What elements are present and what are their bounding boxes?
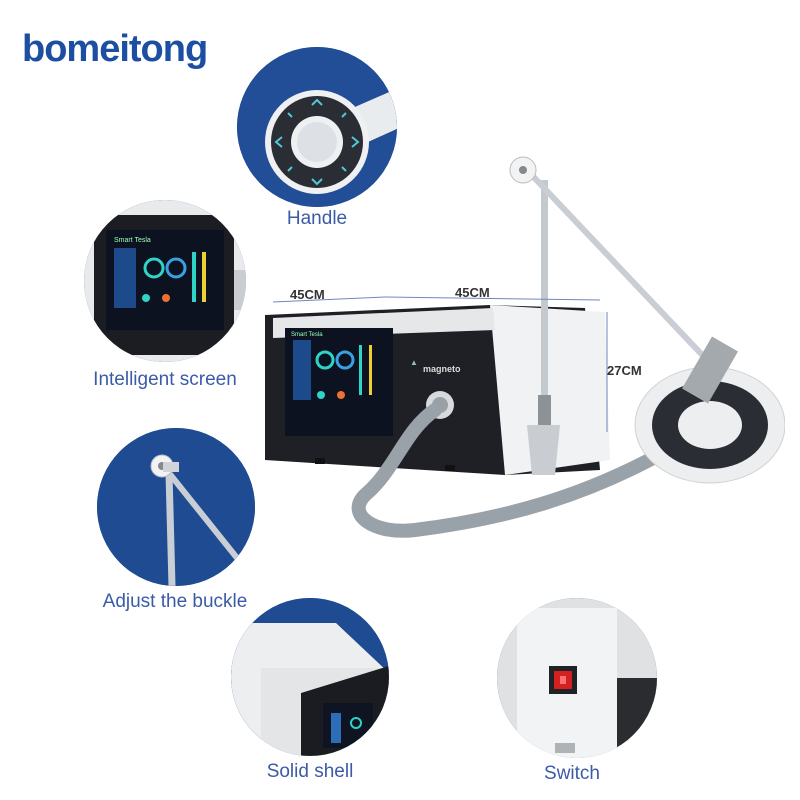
shell-detail-image (231, 598, 389, 756)
svg-text:Smart Tesla: Smart Tesla (114, 237, 151, 244)
caption-switch: Switch (544, 763, 600, 784)
brand-logo: bomeitong (22, 28, 208, 70)
dimension-width-left: 45CM (290, 287, 325, 302)
device-main-image: Smart Tesla ▲ magneto (255, 140, 785, 550)
screen-detail-image: Smart Tesla (84, 200, 246, 362)
caption-buckle: Adjust the buckle (100, 588, 250, 616)
svg-text:▲: ▲ (410, 358, 418, 367)
dimension-height: 27CM (607, 363, 642, 378)
svg-text:magneto: magneto (423, 364, 461, 374)
dimension-width-right: 45CM (455, 285, 490, 300)
caption-shell: Solid shell (266, 761, 354, 782)
switch-detail-image (497, 598, 657, 758)
svg-text:Smart Tesla: Smart Tesla (291, 332, 323, 338)
buckle-detail-image (97, 428, 255, 586)
handle-detail-image (237, 47, 397, 207)
caption-buckle-text: Adjust the buckle (102, 591, 248, 612)
caption-screen: Intelligent screen (93, 369, 237, 390)
caption-handle: Handle (286, 208, 348, 229)
